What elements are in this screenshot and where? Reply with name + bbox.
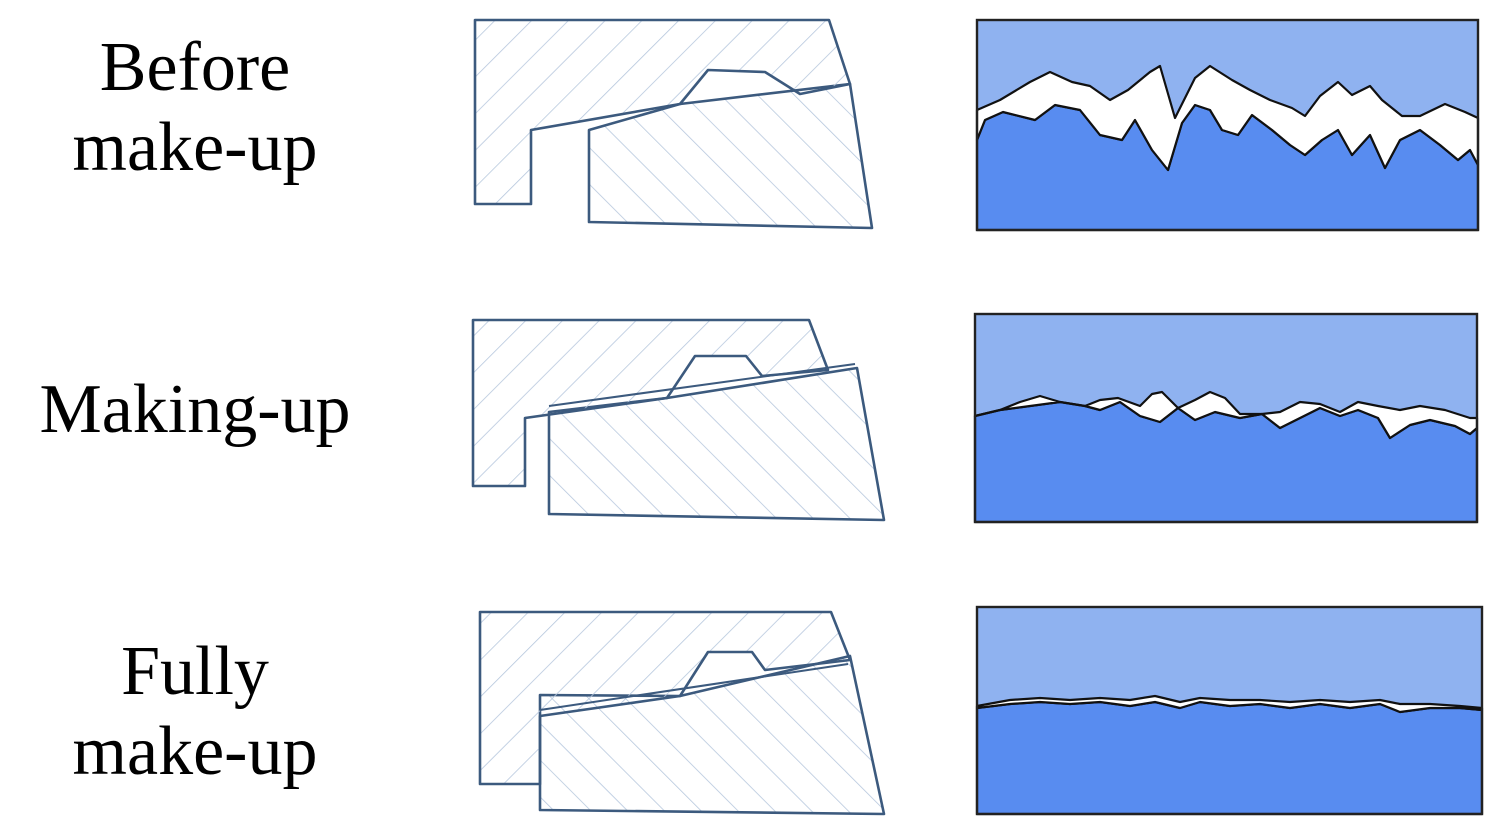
label-line: make-up <box>72 109 318 186</box>
box-section <box>478 610 852 786</box>
seal-line <box>539 663 849 711</box>
pin-section <box>587 82 874 230</box>
thread-section-fully-make-up <box>478 610 886 816</box>
label-line: make-up <box>72 713 318 790</box>
label-line: Before <box>99 29 291 106</box>
surface-contact-fully-make-up <box>975 605 1484 816</box>
lower-surface <box>975 700 1484 816</box>
label-line: Fully <box>121 633 269 710</box>
label-line: Making-up <box>39 371 351 448</box>
surface-contact-making-up <box>973 312 1479 524</box>
thread-section-making-up <box>471 318 886 522</box>
stage-label-fully-make-up: Fully make-up <box>0 632 390 792</box>
seal-line <box>548 363 856 407</box>
thread-section-before-make-up <box>473 18 874 230</box>
contact-gap <box>973 390 1479 440</box>
box-section <box>473 18 852 206</box>
stage-label-before-make-up: Before make-up <box>0 28 390 188</box>
contact-gap <box>975 64 1480 172</box>
surface-frame <box>973 312 1479 524</box>
surface-contact-before-make-up <box>975 18 1480 232</box>
surface-frame <box>975 605 1484 816</box>
stage-label-making-up: Making-up <box>0 370 390 450</box>
surface-frame <box>975 18 1480 232</box>
box-section <box>471 318 830 488</box>
